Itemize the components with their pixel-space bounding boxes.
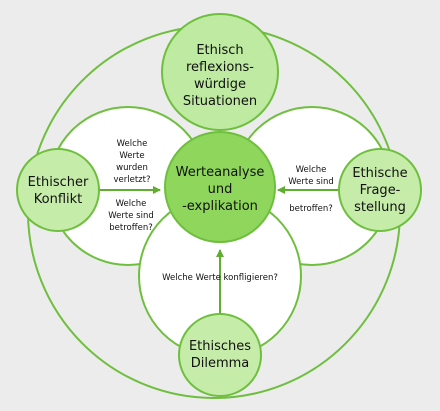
node-top-label: Ethisch reflexions- würdige Situationen	[182, 43, 258, 109]
node-right	[338, 148, 422, 232]
node-bottom-label: Ethisches Dilemma	[188, 339, 252, 371]
petal-left-lower-text: Welche Werte sind betroffen?	[108, 199, 154, 233]
node-right-label: Ethische Frage- stellung	[352, 166, 408, 215]
petal-right-upper-text: Welche Werte sind	[288, 165, 334, 187]
petal-bottom-text: Welche Werte konfligieren?	[162, 273, 278, 283]
node-top	[161, 13, 279, 131]
node-left-label: Ethischer Konflikt	[27, 175, 89, 207]
node-left	[16, 148, 100, 232]
petal-left-upper-text: Welche Werte wurden verletzt?	[113, 139, 151, 185]
petal-right-lower-text: betroffen?	[289, 204, 333, 214]
center-node	[164, 131, 276, 243]
center-label: Werteanalyse und -explikation	[175, 165, 265, 214]
node-bottom	[178, 313, 262, 397]
